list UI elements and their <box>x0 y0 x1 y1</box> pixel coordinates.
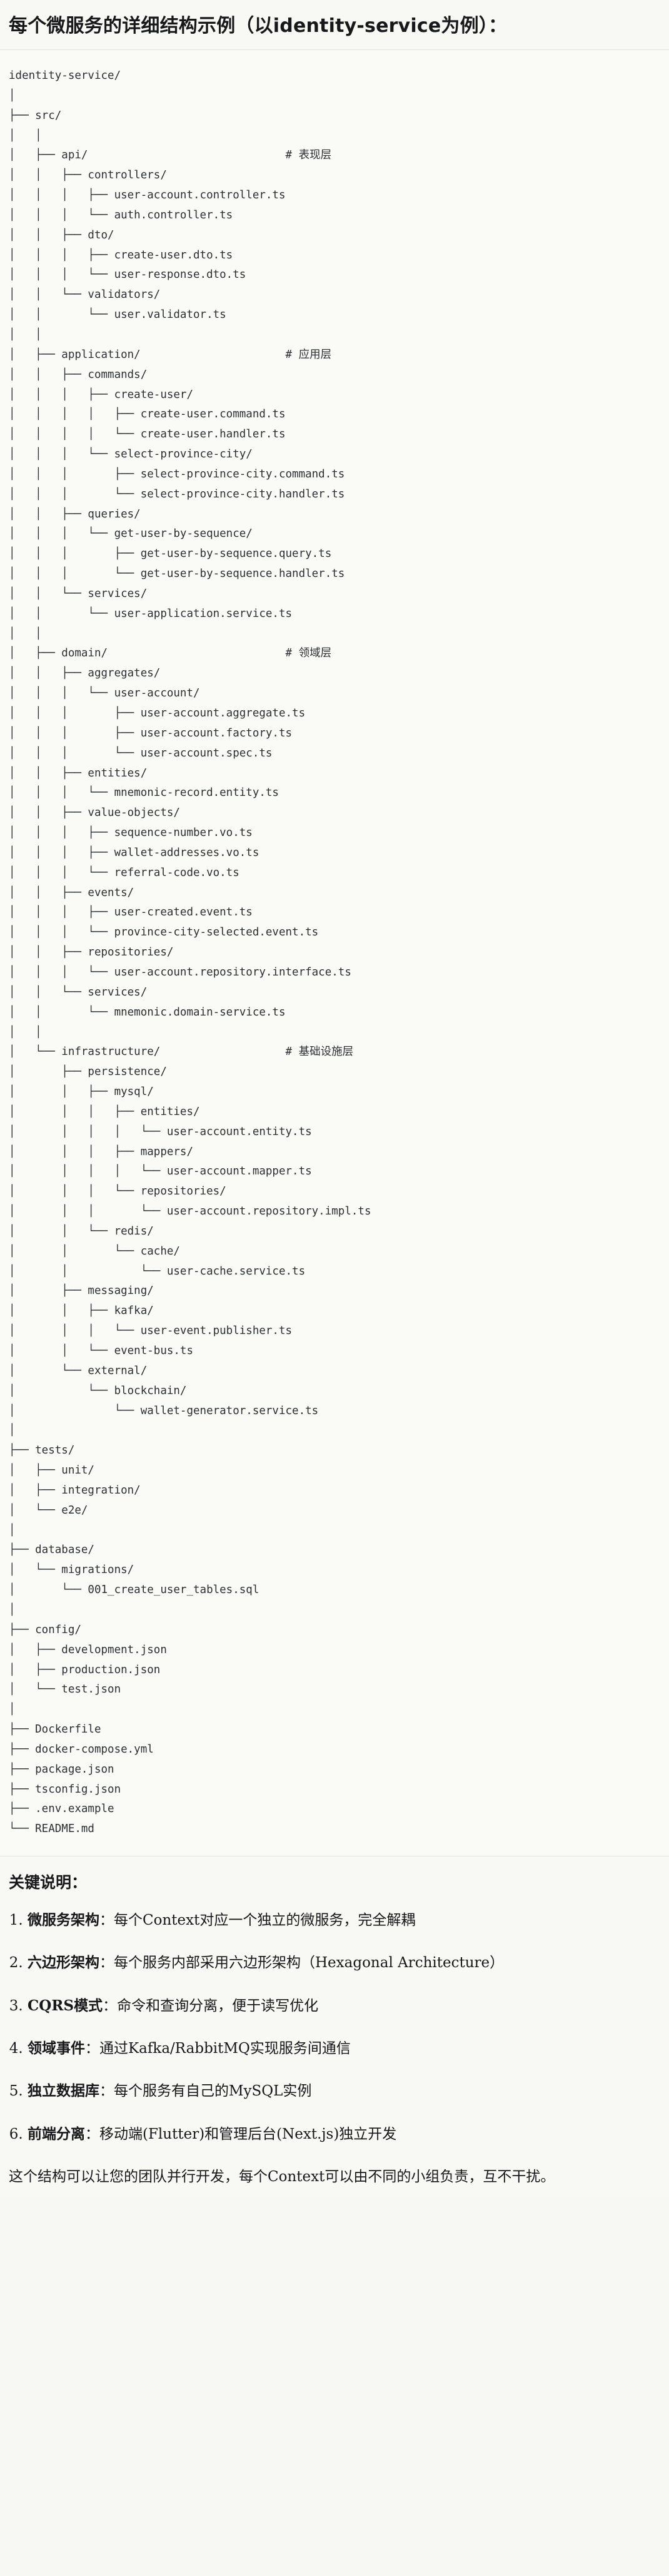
key-note-description: 移动端(Flutter)和管理后台(Next.js)独立开发 <box>99 2125 397 2142</box>
key-note-item: 独立数据库：每个服务有自己的MySQL实例 <box>28 2080 660 2102</box>
key-note-term: 六边形架构 <box>28 1954 99 1972</box>
key-notes-list: 微服务架构：每个Context对应一个独立的微服务，完全解耦六边形架构：每个服务… <box>9 1910 660 2145</box>
key-note-item: 六边形架构：每个服务内部采用六边形架构（Hexagonal Architectu… <box>28 1952 660 1973</box>
key-note-separator: ： <box>103 1997 118 2014</box>
key-note-item: CQRS模式：命令和查询分离，便于读写优化 <box>28 1995 660 2017</box>
key-note-term: 独立数据库 <box>28 2082 99 2100</box>
title-block: 每个微服务的详细结构示例（以identity-service为例）： <box>0 0 669 49</box>
key-note-separator: ： <box>85 2040 99 2057</box>
key-note-separator: ： <box>99 1955 114 1972</box>
key-note-term: 微服务架构 <box>28 1912 99 1929</box>
key-note-description: 每个服务有自己的MySQL实例 <box>114 2083 312 2100</box>
directory-tree-block: identity-service/ │ ├── src/ │ │ │ ├── a… <box>0 50 669 1856</box>
key-note-description: 每个服务内部采用六边形架构（Hexagonal Architecture） <box>114 1955 505 1972</box>
closing-line: 这个结构可以让您的团队并行开发，每个Context可以由不同的小组负责，互不干扰… <box>9 2169 555 2186</box>
key-note-description: 通过Kafka/RabbitMQ实现服务间通信 <box>99 2040 351 2057</box>
key-note-term: 前端分离 <box>28 2125 85 2142</box>
key-note-term: 领域事件 <box>28 2040 85 2057</box>
directory-tree-text: identity-service/ │ ├── src/ │ │ │ ├── a… <box>9 69 371 1836</box>
key-note-item: 微服务架构：每个Context对应一个独立的微服务，完全解耦 <box>28 1910 660 1931</box>
key-note-separator: ： <box>85 2125 99 2142</box>
title-divider <box>0 49 669 50</box>
page-title: 每个微服务的详细结构示例（以identity-service为例）： <box>9 15 508 37</box>
key-notes-block: 关键说明： 微服务架构：每个Context对应一个独立的微服务，完全解耦六边形架… <box>0 1856 669 2198</box>
key-note-description: 每个Context对应一个独立的微服务，完全解耦 <box>114 1912 416 1929</box>
key-note-separator: ： <box>99 2083 114 2100</box>
directory-tree: identity-service/ │ ├── src/ │ │ │ ├── a… <box>9 66 660 1840</box>
key-notes-heading: 关键说明： <box>9 1873 88 1892</box>
document-page: 每个微服务的详细结构示例（以identity-service为例）： ident… <box>0 0 669 2198</box>
key-note-item: 前端分离：移动端(Flutter)和管理后台(Next.js)独立开发 <box>28 2124 660 2145</box>
key-note-term: CQRS模式 <box>28 1997 103 2014</box>
key-note-separator: ： <box>99 1912 114 1929</box>
key-note-item: 领域事件：通过Kafka/RabbitMQ实现服务间通信 <box>28 2038 660 2059</box>
key-note-description: 命令和查询分离，便于读写优化 <box>117 1997 319 2014</box>
